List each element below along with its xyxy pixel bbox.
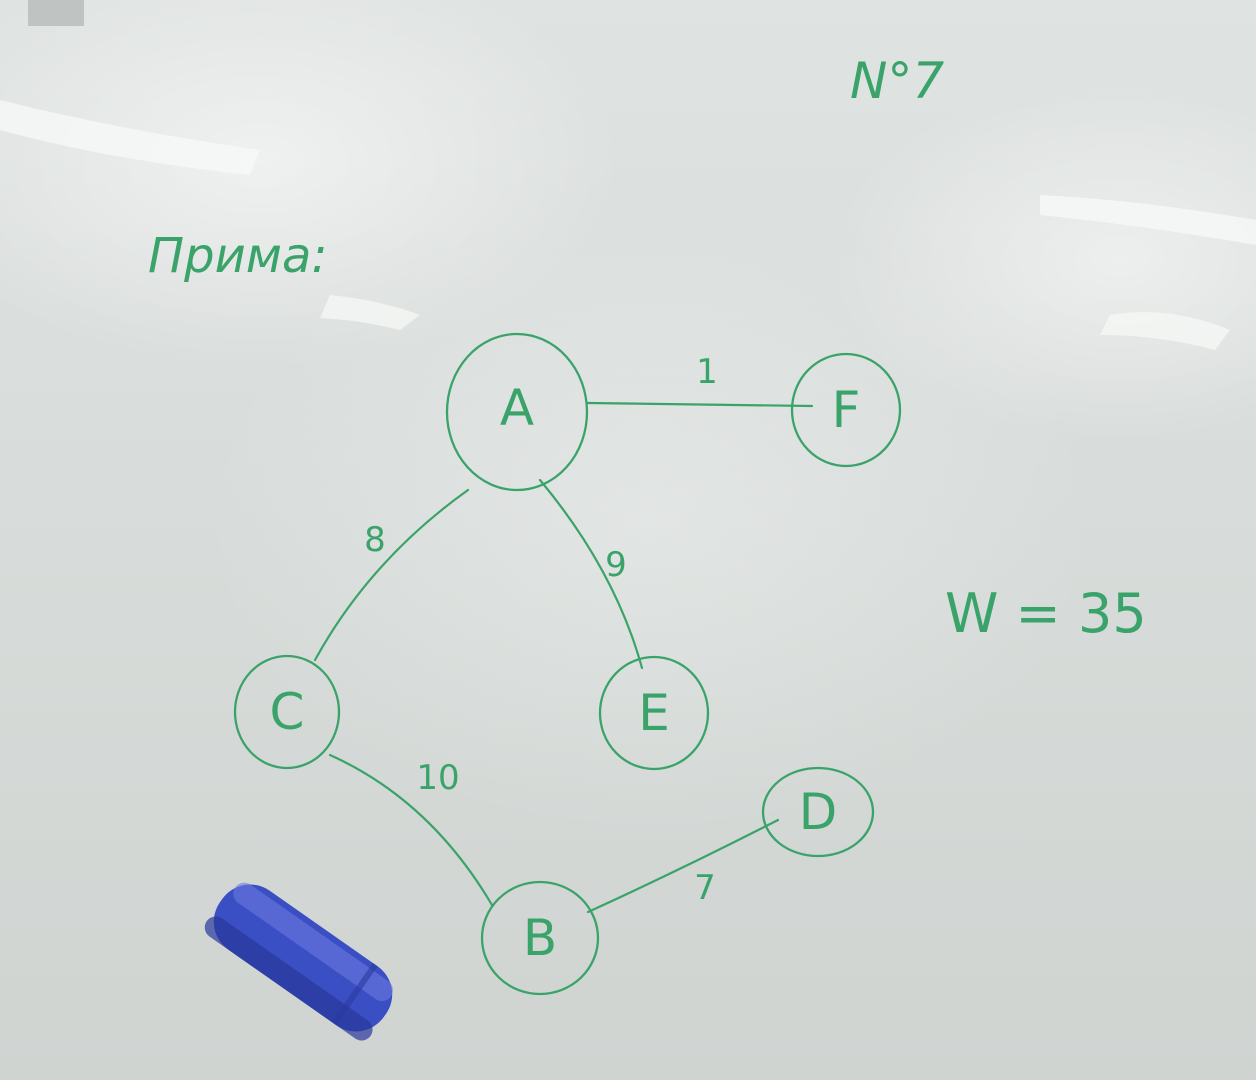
node-f-label: F [832,381,861,439]
node-d-label: D [799,783,838,841]
node-d-circle [761,766,875,858]
node-a-circle [445,332,589,492]
node-e-circle [598,655,710,771]
dry-erase-marker-icon [204,882,393,1041]
edge-a-f-weight: 1 [696,352,718,392]
graph-nodes [233,332,902,996]
edge-c-b-weight: 10 [416,758,459,798]
edge-a-c-weight: 8 [364,520,386,560]
edge-a-c [313,488,470,662]
node-c-label: C [270,683,305,741]
node-a-label: A [500,379,534,437]
board-clip [28,0,84,26]
top-right-note: N°7 [850,52,944,110]
edge-b-d-weight: 7 [694,868,716,908]
node-e-label: E [638,684,670,742]
title-text: Прима: [148,228,328,284]
node-b-circle [480,880,600,996]
graph-edges [313,401,814,914]
node-b-label: B [523,909,557,967]
edge-c-b [328,753,494,907]
edge-a-e-weight: 9 [605,545,627,585]
node-c-circle [233,654,341,770]
weight-total: W = 35 [945,582,1147,645]
edge-a-f [586,401,814,408]
edge-a-e [538,478,644,670]
light-glare [0,100,1256,350]
node-f-circle [790,352,902,468]
edge-b-d [586,818,780,914]
